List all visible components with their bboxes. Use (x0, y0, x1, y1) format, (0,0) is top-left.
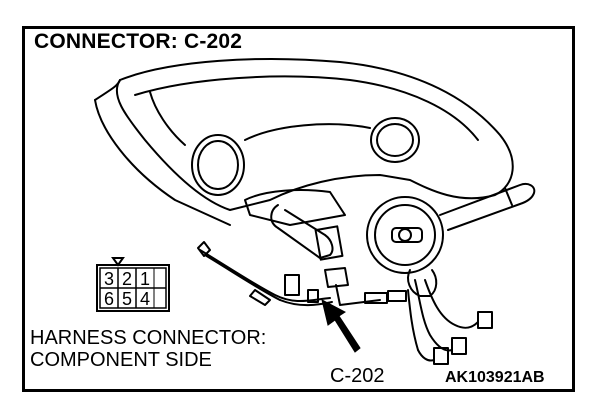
harness-label-line2: COMPONENT SIDE (30, 349, 212, 371)
dashboard-inner-curve (134, 75, 479, 141)
cluster-edge (94, 99, 231, 226)
right-stalk (439, 183, 536, 231)
pin-4: 4 (140, 289, 150, 309)
pin-2: 2 (122, 269, 132, 289)
clock-spring (366, 196, 444, 274)
callout-arrow (321, 299, 361, 353)
connector-callout-label: C-202 (330, 365, 385, 387)
diagram-title: CONNECTOR: C-202 (34, 30, 243, 53)
left-stalk (277, 209, 334, 259)
gauge-left (191, 134, 245, 196)
dashboard-outline (115, 58, 514, 211)
connector-pin-labels: 3 2 1 6 5 4 (104, 269, 150, 309)
gauge-right (370, 117, 420, 163)
pin-5: 5 (122, 289, 132, 309)
pin-1: 1 (140, 269, 150, 289)
wire-harness-main (199, 249, 331, 302)
harness-label-line1: HARNESS CONNECTOR: (30, 327, 267, 349)
figure-code: AK103921AB (445, 369, 545, 386)
connector-face (96, 257, 170, 312)
pin-3: 3 (104, 269, 114, 289)
column-shroud (244, 189, 346, 226)
cluster-hood (149, 91, 186, 146)
pin-6: 6 (104, 289, 114, 309)
